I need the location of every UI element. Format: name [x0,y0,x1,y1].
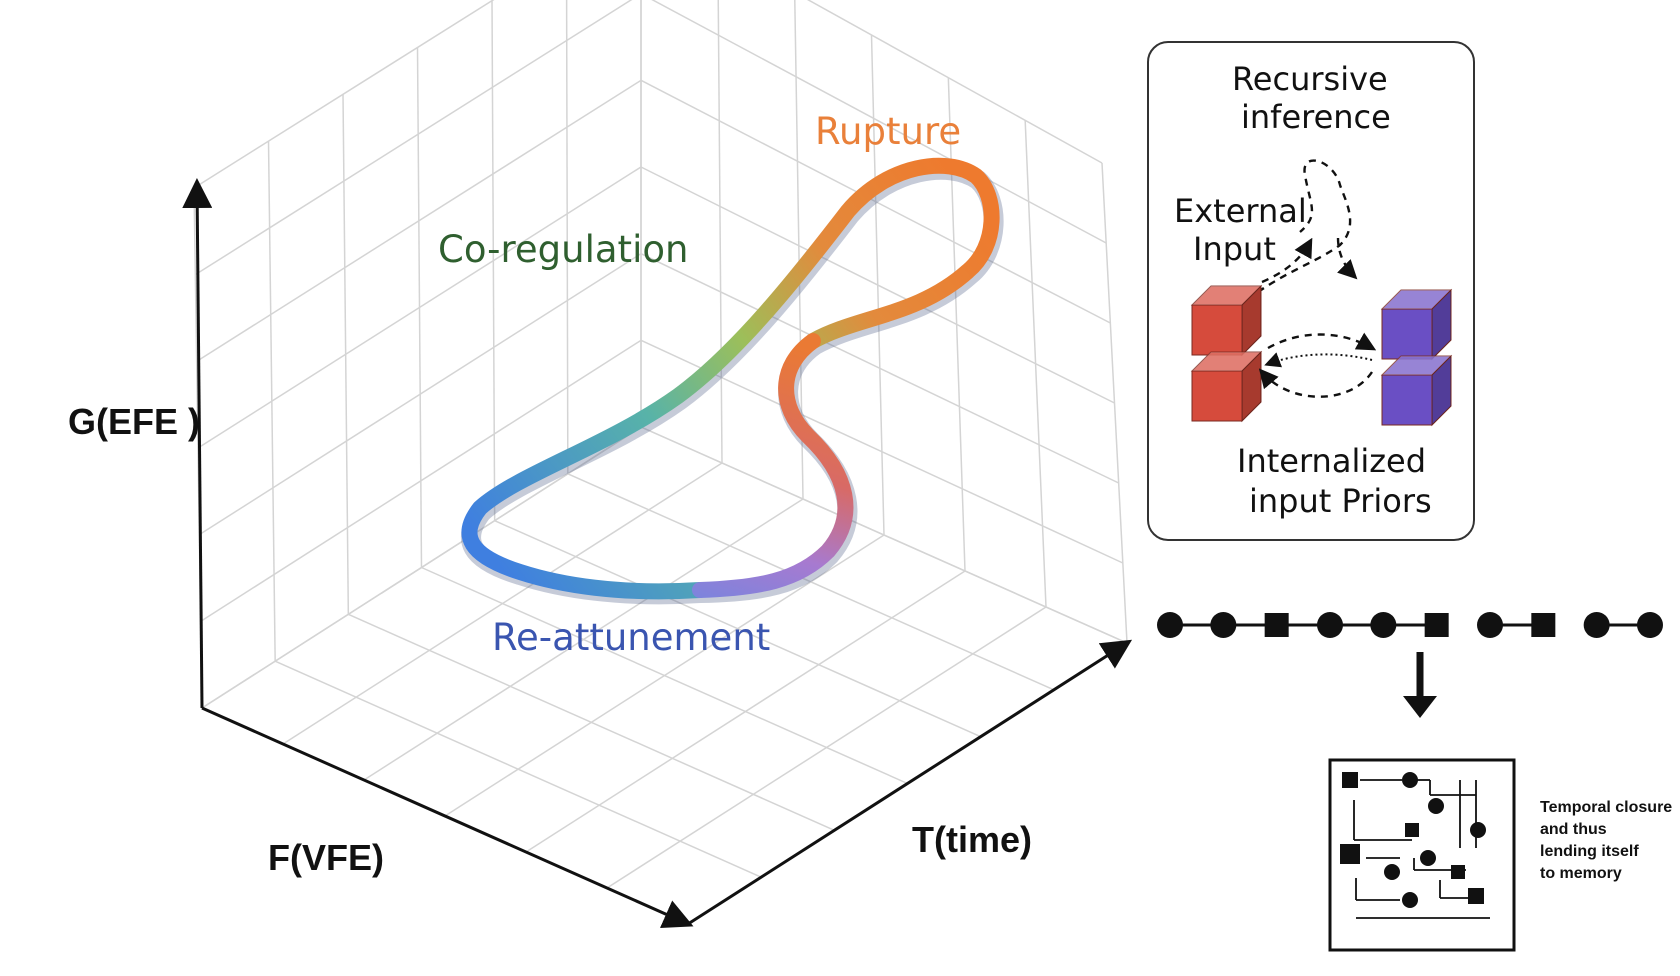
down-arrow [1403,652,1437,718]
exchange-arrow-bottom [1258,368,1373,398]
prior-cube-stack [1380,288,1453,427]
f-axis [201,706,694,928]
f-axis-label: F(VFE) [268,837,384,878]
memory-circle [1402,772,1418,788]
sequence-circle [1583,612,1610,638]
sequence-circle [1477,612,1503,638]
memory-square [1451,865,1465,879]
purple-cube-top [1380,288,1453,361]
reattunement-label: Re-attunement [492,616,770,659]
rupture-label: Rupture [815,110,961,153]
recursive-label-line2: inference [1241,98,1391,136]
priors-label-line2: input Priors [1249,482,1432,520]
axes [182,178,1133,928]
external-arrow [1261,237,1313,284]
exchange-arrow-mid [1264,352,1373,368]
g-axis [182,178,213,709]
red-cube-top [1190,284,1263,357]
sequence-circle [1370,612,1397,638]
memory-circle [1402,892,1418,908]
external-cube-stack [1190,284,1263,423]
inference-down-arrow [1336,237,1358,280]
loop-lower-segment [692,333,854,598]
t-axis-label: T(time) [912,819,1032,860]
memory-structure [1328,758,1516,952]
memory-square [1340,844,1360,864]
sequence-square [1424,613,1449,637]
memory-square [1342,772,1358,788]
sequence-square [1531,613,1556,637]
sequence-circle [1157,612,1183,638]
recursive-label-line1: Recursive [1232,60,1388,98]
priors-label-line1: Internalized [1237,442,1426,480]
sequence-square [1264,613,1289,637]
memory-note-line2: and thus [1540,821,1607,838]
memory-elements [1340,772,1490,919]
loop-upper-segment [461,157,1000,600]
memory-note-line1: Temporal closure [1540,799,1672,816]
exchange-arrow-top [1267,332,1377,351]
sequence-circle [1317,612,1343,638]
t-axis [687,639,1133,926]
g-axis-label: G(EFE ) [68,401,200,442]
memory-note-line4: to memory [1540,865,1622,882]
memory-square [1468,888,1484,904]
red-cube-bottom [1190,350,1263,423]
memory-square [1405,823,1419,837]
external-input-line2: Input [1193,230,1276,268]
external-input-line1: External [1174,192,1307,230]
grid-3d [193,0,1128,925]
recursive-loop-arrow [1257,159,1352,293]
sequence-circle [1210,612,1237,638]
memory-circle [1420,850,1436,866]
memory-circle [1428,798,1444,814]
memory-circle [1384,864,1400,880]
sequence-circle [1637,612,1663,638]
trajectory-loop [461,157,1004,605]
memory-note-line3: lending itself [1540,843,1639,860]
event-sequence [1157,612,1663,638]
purple-cube-bottom [1380,354,1453,427]
recursive-inference-panel: Recursive inference External Input Inter… [1147,41,1475,541]
memory-circle [1470,822,1486,838]
coregulation-label: Co-regulation [438,228,688,271]
